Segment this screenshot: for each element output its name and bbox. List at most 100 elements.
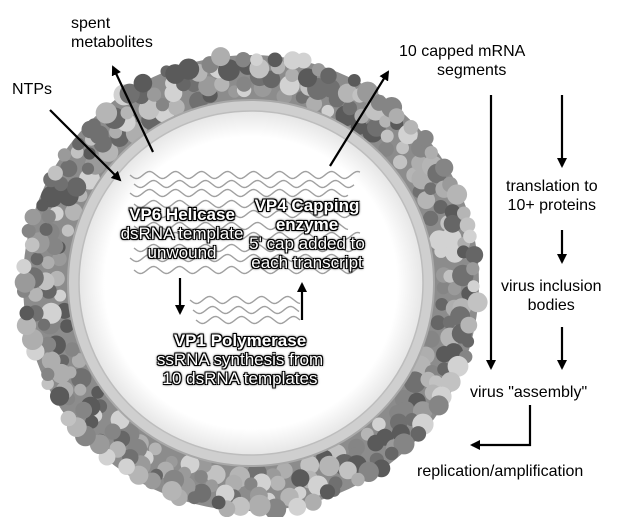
shell-protein-blob xyxy=(459,217,476,233)
shell-protein-blob xyxy=(178,58,200,80)
shell-protein-blob xyxy=(288,497,307,516)
shell-protein-blob xyxy=(262,70,281,89)
shell-protein-blob xyxy=(291,469,310,488)
shell-protein-blob xyxy=(424,146,438,160)
label-translation-line1: translation to xyxy=(506,178,598,195)
shell-protein-blob xyxy=(447,355,469,377)
shell-protein-blob xyxy=(52,251,67,267)
shell-protein-blob xyxy=(339,461,357,480)
label-translation: translation to 10+ proteins xyxy=(506,177,598,215)
vp6-line2: unwound xyxy=(147,243,217,262)
rna-strand xyxy=(133,221,349,231)
shell-protein-blob xyxy=(19,305,35,321)
shell-protein-blob xyxy=(75,401,93,419)
shell-protein-blob xyxy=(460,316,478,334)
label-mrna-line1: 10 capped mRNA xyxy=(399,43,526,60)
rna-strand xyxy=(129,188,349,198)
shell-protein-blob xyxy=(50,386,70,406)
shell-protein-blob xyxy=(435,298,449,311)
shell-protein-blob xyxy=(47,165,63,181)
arrow-spent-metabolites-out xyxy=(111,65,154,153)
label-inclusion-bodies: virus inclusion bodies xyxy=(501,277,601,315)
shell-protein-blob xyxy=(138,98,160,120)
rna-strand xyxy=(195,315,301,325)
shell-protein-blob xyxy=(404,371,426,394)
shell-protein-blob xyxy=(120,106,134,120)
label-vp1-polymerase: VP1 Polymerase ssRNA synthesis from 10 d… xyxy=(140,331,340,388)
shell-protein-blob xyxy=(194,470,208,484)
arrow-to-replication xyxy=(470,405,532,450)
shell-protein-blob xyxy=(417,130,434,147)
rna-strand xyxy=(189,295,301,305)
shell-protein-blob xyxy=(319,455,340,477)
rna-strand xyxy=(129,170,361,180)
vp1-title: VP1 Polymerase xyxy=(173,331,307,350)
shell-protein-blob xyxy=(104,423,121,440)
shell-protein-blob xyxy=(95,102,118,124)
shell-protein-blob xyxy=(60,160,78,178)
vp6-title: VP6 Helicase xyxy=(129,205,235,224)
shell-protein-blob xyxy=(424,182,437,195)
shell-protein-blob xyxy=(60,319,74,333)
shell-protein-blob xyxy=(66,177,87,197)
shell-protein-blob xyxy=(393,155,408,170)
shell-protein-blob xyxy=(28,287,43,302)
shell-protein-blob xyxy=(319,484,336,500)
shell-protein-blob xyxy=(155,98,170,112)
shell-protein-blob xyxy=(443,214,462,233)
shell-protein-blob xyxy=(39,222,53,236)
shell-protein-blob xyxy=(144,472,161,490)
shell-protein-blob xyxy=(46,237,64,255)
shell-protein-blob xyxy=(41,377,54,390)
shell-protein-blob xyxy=(211,495,226,510)
shell-protein-blob xyxy=(378,141,394,157)
shell-protein-blob xyxy=(447,282,462,296)
shell-protein-blob xyxy=(436,281,450,295)
rna-strand xyxy=(133,199,361,209)
rna-strand xyxy=(192,305,300,315)
shell-protein-blob xyxy=(244,477,258,491)
shell-protein-blob xyxy=(230,496,250,516)
shell-protein-blob xyxy=(430,315,446,331)
shell-protein-blob xyxy=(118,458,135,476)
shell-protein-blob xyxy=(372,417,386,432)
shell-protein-blob xyxy=(270,475,286,491)
shell-protein-blob xyxy=(51,363,71,384)
shell-protein-blob xyxy=(148,442,162,456)
shell-protein-blob xyxy=(41,351,61,371)
shell-protein-blob xyxy=(65,203,83,221)
shell-protein-blob xyxy=(83,147,96,160)
label-mrna-line2: segments xyxy=(437,62,507,79)
shell-protein-blob xyxy=(40,302,62,324)
shell-protein-blob xyxy=(437,362,451,376)
shell-protein-blob xyxy=(30,252,44,266)
shell-protein-blob xyxy=(393,433,415,455)
shell-protein-texture xyxy=(14,47,488,517)
label-vp6-helicase: VP6 Helicase dsRNA template unwound xyxy=(108,205,256,262)
arrow-mrna-out xyxy=(329,70,390,167)
vp4-title-line2: enzyme xyxy=(275,215,339,234)
rna-strand xyxy=(129,209,355,219)
shell-protein-blob xyxy=(236,76,252,92)
shell-protein-blob xyxy=(41,367,55,381)
shell-protein-blob xyxy=(347,74,361,87)
shell-protein-blob xyxy=(133,73,153,93)
label-spent-metabolites: spent metabolites xyxy=(71,14,153,52)
label-inclusion-line2: bodies xyxy=(527,297,575,314)
shell-protein-blob xyxy=(417,191,436,210)
shell-protein-blob xyxy=(321,104,335,118)
shell-protein-blob xyxy=(267,52,283,68)
shell-protein-blob xyxy=(466,262,480,276)
shell-protein-blob xyxy=(321,79,341,98)
shell-protein-blob xyxy=(428,395,449,416)
shell-protein-blob xyxy=(36,199,49,212)
shell-protein-blob xyxy=(211,47,231,67)
shell-protein-blob xyxy=(295,52,312,69)
shell-protein-blob xyxy=(465,246,484,264)
label-replication: replication/amplification xyxy=(417,463,584,480)
vp6-line1: dsRNA template xyxy=(120,224,244,243)
shell-protein-blob xyxy=(446,184,468,205)
rna-strand xyxy=(129,231,361,241)
shell-protein-blob xyxy=(187,491,201,505)
